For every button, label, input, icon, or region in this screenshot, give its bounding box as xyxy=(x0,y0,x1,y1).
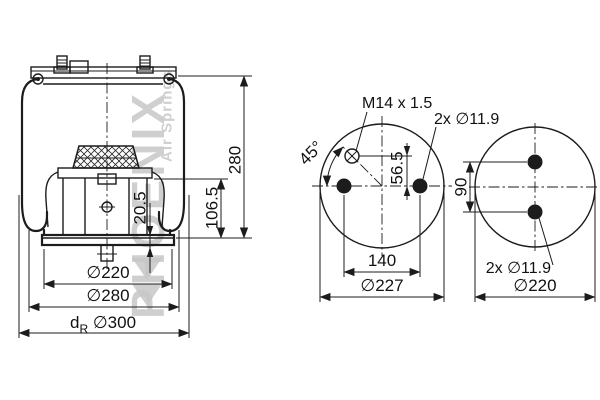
air-fitting xyxy=(344,148,360,164)
angle-45-label: 45° xyxy=(295,137,327,169)
dimension-fitting-offset: 56.5 xyxy=(359,143,412,200)
base-plate xyxy=(40,228,176,262)
dim-dia220-label: ∅220 xyxy=(86,263,129,282)
holes-label-bottom: 2x ∅11.9 xyxy=(486,260,551,277)
bottom-view: 90 2x ∅11.9 ∅220 xyxy=(452,123,600,302)
dimension-top-diameter: ∅227 xyxy=(319,192,445,302)
dim-280-label: 280 xyxy=(226,146,245,174)
bump-stop xyxy=(72,145,140,169)
holes-callout-bottom: 2x ∅11.9 xyxy=(486,217,554,277)
dim-dia220-bottom-label: ∅220 xyxy=(513,276,556,295)
dimension-hole-spacing-vertical: 90 xyxy=(452,161,527,213)
dim-90-label: 90 xyxy=(452,178,471,197)
piston xyxy=(57,167,153,235)
dim-dia227-label: ∅227 xyxy=(360,276,403,295)
bolt-hole xyxy=(336,178,352,194)
dim-dia280-label: ∅280 xyxy=(86,286,129,305)
holes-callout-top: 2x ∅11.9 xyxy=(422,111,499,180)
dim-565-label: 56.5 xyxy=(388,151,407,184)
watermark-arrow-icon xyxy=(132,258,162,280)
thread-label: M14 x 1.5 xyxy=(362,95,432,112)
dimension-piston-height: 106.5 xyxy=(154,178,228,239)
bolt-hole xyxy=(527,154,543,170)
bolt-hole xyxy=(527,204,543,220)
dim-140-label: 140 xyxy=(368,251,396,270)
dimension-bellows-diameter: ∅280 xyxy=(28,230,180,312)
mounting-studs xyxy=(53,55,154,74)
top-view: 45° M14 x 1.5 2x ∅11.9 56.5 140 xyxy=(295,95,499,302)
bellows-outline xyxy=(20,77,186,233)
watermark-tagline: Air Springs xyxy=(159,70,176,162)
thread-callout: M14 x 1.5 xyxy=(355,95,432,152)
dimension-rolling-diameter: dR ∅300 xyxy=(18,195,190,338)
dimension-base-diameter: ∅220 xyxy=(43,249,173,289)
watermark-arrow-icon xyxy=(132,284,162,306)
base-stud xyxy=(100,244,114,262)
dim-dia300-label: dR ∅300 xyxy=(70,313,136,336)
top-plate xyxy=(30,66,177,85)
side-view: 280 106.5 20.5 ∅220 ∅280 xyxy=(18,55,252,338)
holes-label-top: 2x ∅11.9 xyxy=(434,111,499,128)
dimension-bottom-diameter: ∅220 xyxy=(474,193,596,302)
dim-106-label: 106.5 xyxy=(203,187,222,230)
dimension-plate-offset: 20.5 xyxy=(131,191,154,273)
dim-205-label: 20.5 xyxy=(131,191,150,224)
dimension-hole-spacing: 140 xyxy=(343,195,421,277)
bolt-hole xyxy=(412,178,428,194)
